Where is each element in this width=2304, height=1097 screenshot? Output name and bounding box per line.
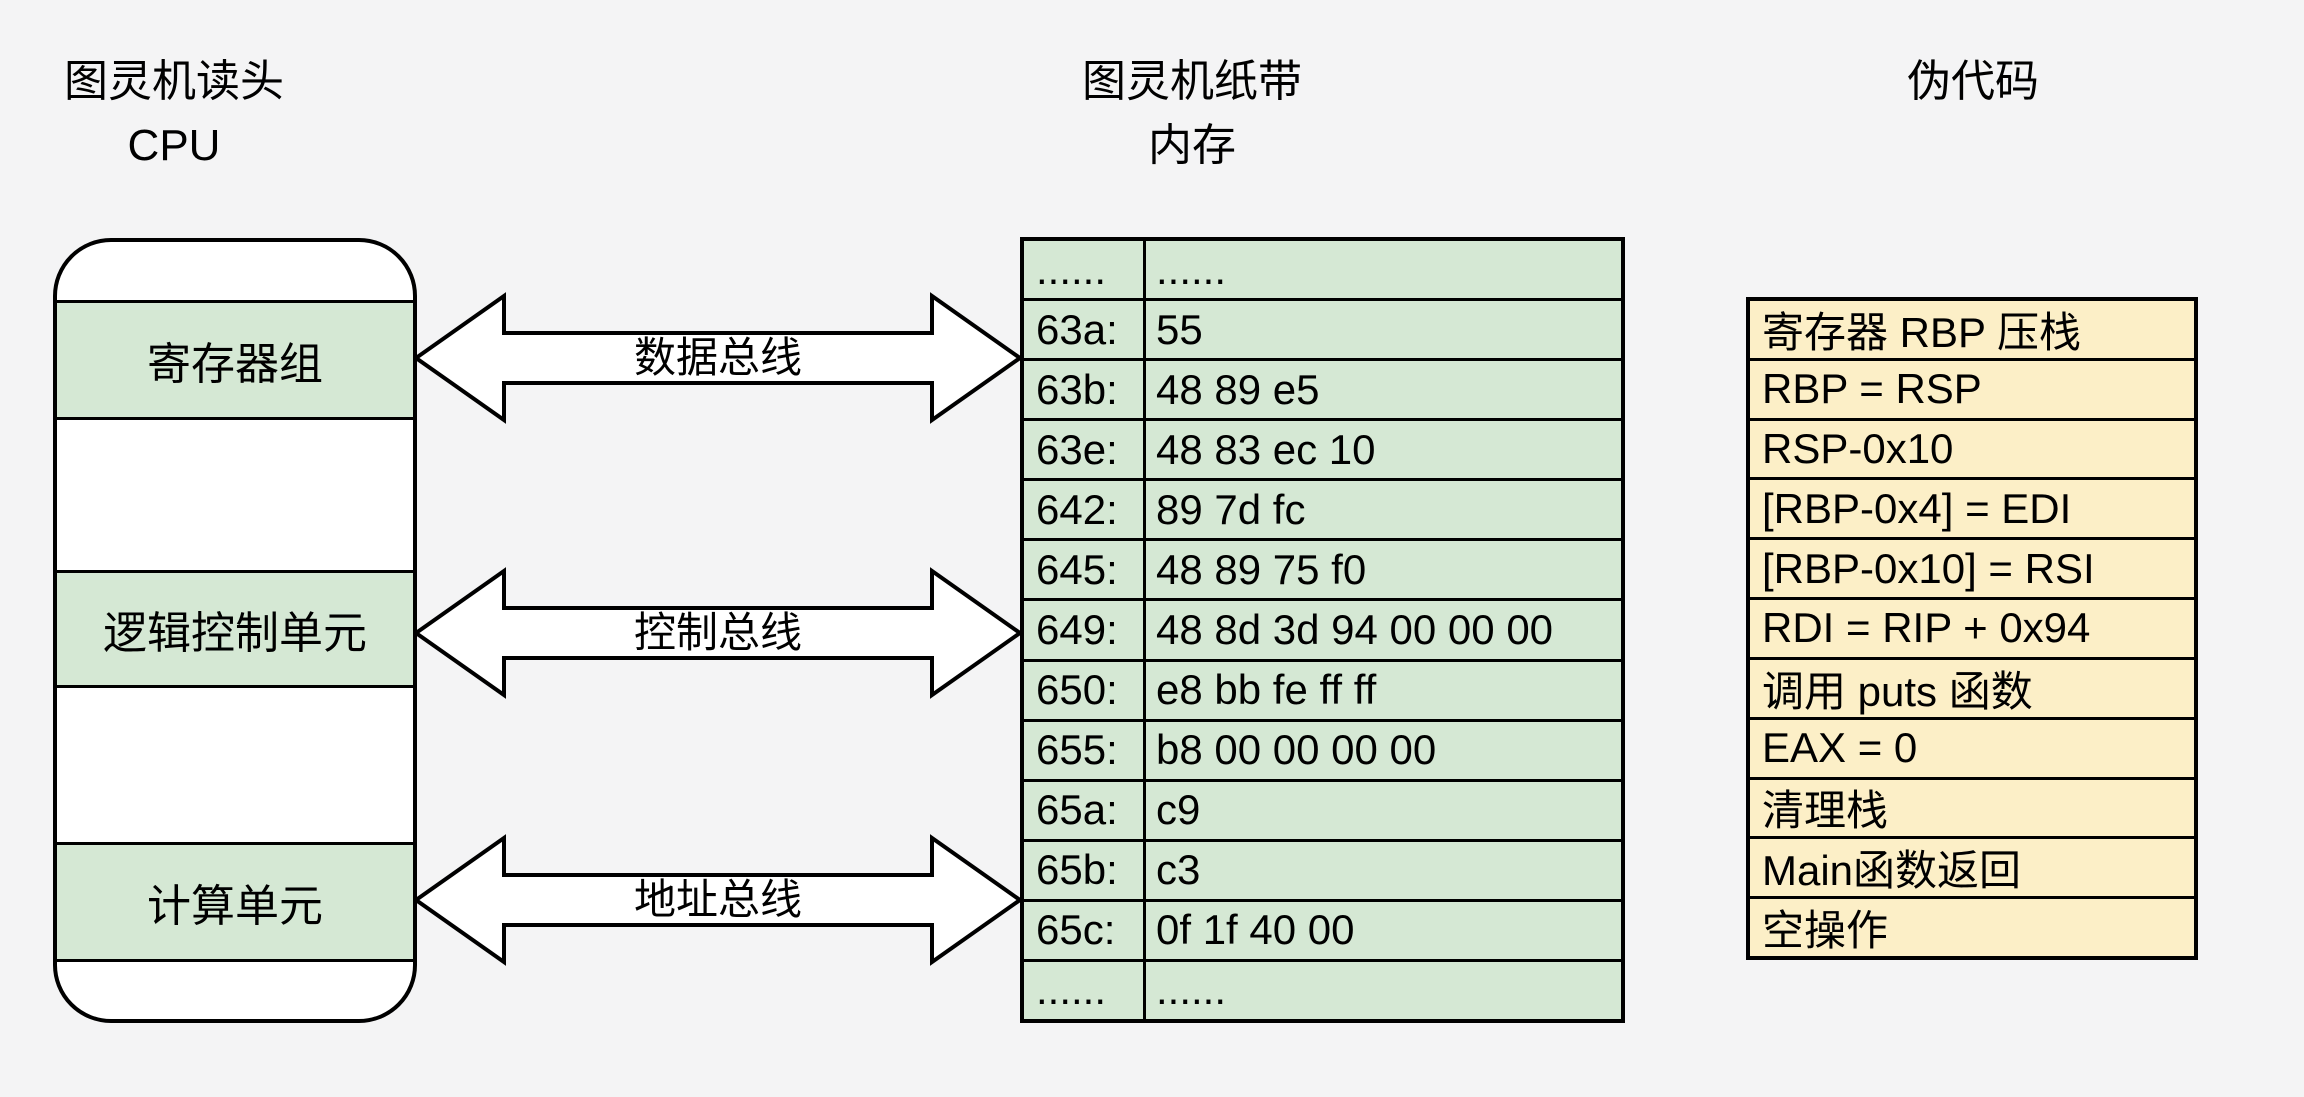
cpu-section-logic-control: 逻辑控制单元 xyxy=(57,570,413,688)
memory-row: 63a: 55 xyxy=(1024,301,1621,362)
pseudocode-row: Main函数返回 xyxy=(1750,839,2194,900)
memory-address-cell: 650: xyxy=(1024,661,1146,719)
memory-row: 65c: 0f 1f 40 00 xyxy=(1024,901,1621,962)
memory-address-cell: 63a: xyxy=(1024,301,1146,359)
pseudocode-column-heading: 伪代码 xyxy=(1823,50,2123,114)
memory-address-cell: 655: xyxy=(1024,721,1146,779)
cpu-section-logic-control-label: 逻辑控制单元 xyxy=(103,609,367,658)
memory-address-cell: 642: xyxy=(1024,481,1146,539)
memory-table: ...... ...... 63a: 55 63b: 48 89 e5 63e:… xyxy=(1020,237,1625,1023)
memory-address-cell: 65b: xyxy=(1024,841,1146,899)
memory-heading-line1: 图灵机纸带 xyxy=(1082,57,1302,106)
memory-row: ...... ...... xyxy=(1024,241,1621,302)
pseudocode-row: RBP = RSP xyxy=(1750,360,2194,421)
cpu-spacer-top xyxy=(57,242,413,300)
pseudocode-row: 寄存器 RBP 压栈 xyxy=(1750,301,2194,361)
memory-bytes-cell: e8 bb fe ff ff xyxy=(1156,666,1377,714)
double-arrow-icon xyxy=(413,834,1023,966)
double-arrow-icon xyxy=(413,567,1023,699)
memory-address-cell: ...... xyxy=(1024,241,1146,299)
pseudocode-table: 寄存器 RBP 压栈 RBP = RSP RSP-0x10 [RBP-0x4] … xyxy=(1746,297,2198,960)
memory-bytes-cell: c3 xyxy=(1156,846,1201,894)
memory-bytes-cell: ...... xyxy=(1156,245,1227,293)
cpu-heading-line1: 图灵机读头 xyxy=(64,57,284,106)
cpu-section-registers-label: 寄存器组 xyxy=(147,340,323,389)
memory-address-cell: ...... xyxy=(1024,961,1146,1020)
cpu-spacer-1 xyxy=(57,420,413,570)
memory-address-cell: 65c: xyxy=(1024,901,1146,959)
memory-row: 63e: 48 83 ec 10 xyxy=(1024,421,1621,482)
memory-row: 642: 89 7d fc xyxy=(1024,481,1621,542)
memory-address-cell: 65a: xyxy=(1024,781,1146,839)
memory-heading-line2: 内存 xyxy=(1148,121,1236,170)
memory-row: 65b: c3 xyxy=(1024,841,1621,902)
memory-row: 65a: c9 xyxy=(1024,781,1621,842)
pseudocode-row: 清理栈 xyxy=(1750,779,2194,840)
memory-bytes-cell: 89 7d fc xyxy=(1156,485,1306,533)
pseudocode-row: RSP-0x10 xyxy=(1750,420,2194,481)
memory-column-heading: 图灵机纸带 内存 xyxy=(1042,50,1342,178)
cpu-section-registers: 寄存器组 xyxy=(57,300,413,420)
data-bus-arrow: 数据总线 xyxy=(413,288,1023,428)
memory-bytes-cell: 48 89 e5 xyxy=(1156,365,1320,413)
memory-row: 649: 48 8d 3d 94 00 00 00 xyxy=(1024,601,1621,662)
pseudocode-heading-line1: 伪代码 xyxy=(1907,57,2039,106)
cpu-section-compute: 计算单元 xyxy=(57,842,413,962)
memory-address-cell: 649: xyxy=(1024,601,1146,659)
address-bus-arrow: 地址总线 xyxy=(413,830,1023,970)
cpu-heading-line2: CPU xyxy=(127,121,221,170)
memory-bytes-cell: 48 83 ec 10 xyxy=(1156,425,1376,473)
memory-bytes-cell: 55 xyxy=(1156,305,1203,353)
memory-address-cell: 63b: xyxy=(1024,361,1146,419)
cpu-section-compute-label: 计算单元 xyxy=(147,882,323,931)
cpu-spacer-2 xyxy=(57,688,413,842)
memory-bytes-cell: 48 89 75 f0 xyxy=(1156,545,1367,593)
pseudocode-row: 调用 puts 函数 xyxy=(1750,659,2194,720)
memory-row: 650: e8 bb fe ff ff xyxy=(1024,661,1621,722)
memory-bytes-cell: 48 8d 3d 94 00 00 00 xyxy=(1156,606,1554,653)
memory-row: ...... ...... xyxy=(1024,961,1621,1020)
memory-bytes-cell: 0f 1f 40 00 xyxy=(1156,906,1355,954)
memory-bytes-cell: c9 xyxy=(1156,786,1201,834)
cpu-column-heading: 图灵机读头 CPU xyxy=(24,50,324,178)
pseudocode-row: [RBP-0x4] = EDI xyxy=(1750,480,2194,541)
pseudocode-row: [RBP-0x10] = RSI xyxy=(1750,540,2194,601)
memory-address-cell: 645: xyxy=(1024,541,1146,599)
double-arrow-icon xyxy=(413,292,1023,424)
pseudocode-row: 空操作 xyxy=(1750,899,2194,956)
memory-bytes-cell: b8 00 00 00 00 xyxy=(1156,726,1437,774)
pseudocode-row: EAX = 0 xyxy=(1750,719,2194,780)
memory-address-cell: 63e: xyxy=(1024,421,1146,479)
memory-row: 645: 48 89 75 f0 xyxy=(1024,541,1621,602)
cpu-spacer-bottom xyxy=(57,962,413,1019)
pseudocode-row: RDI = RIP + 0x94 xyxy=(1750,600,2194,660)
memory-bytes-cell: ...... xyxy=(1156,966,1227,1014)
cpu-box: 寄存器组 逻辑控制单元 计算单元 xyxy=(53,238,417,1023)
memory-row: 655: b8 00 00 00 00 xyxy=(1024,721,1621,782)
control-bus-arrow: 控制总线 xyxy=(413,563,1023,703)
memory-row: 63b: 48 89 e5 xyxy=(1024,361,1621,422)
